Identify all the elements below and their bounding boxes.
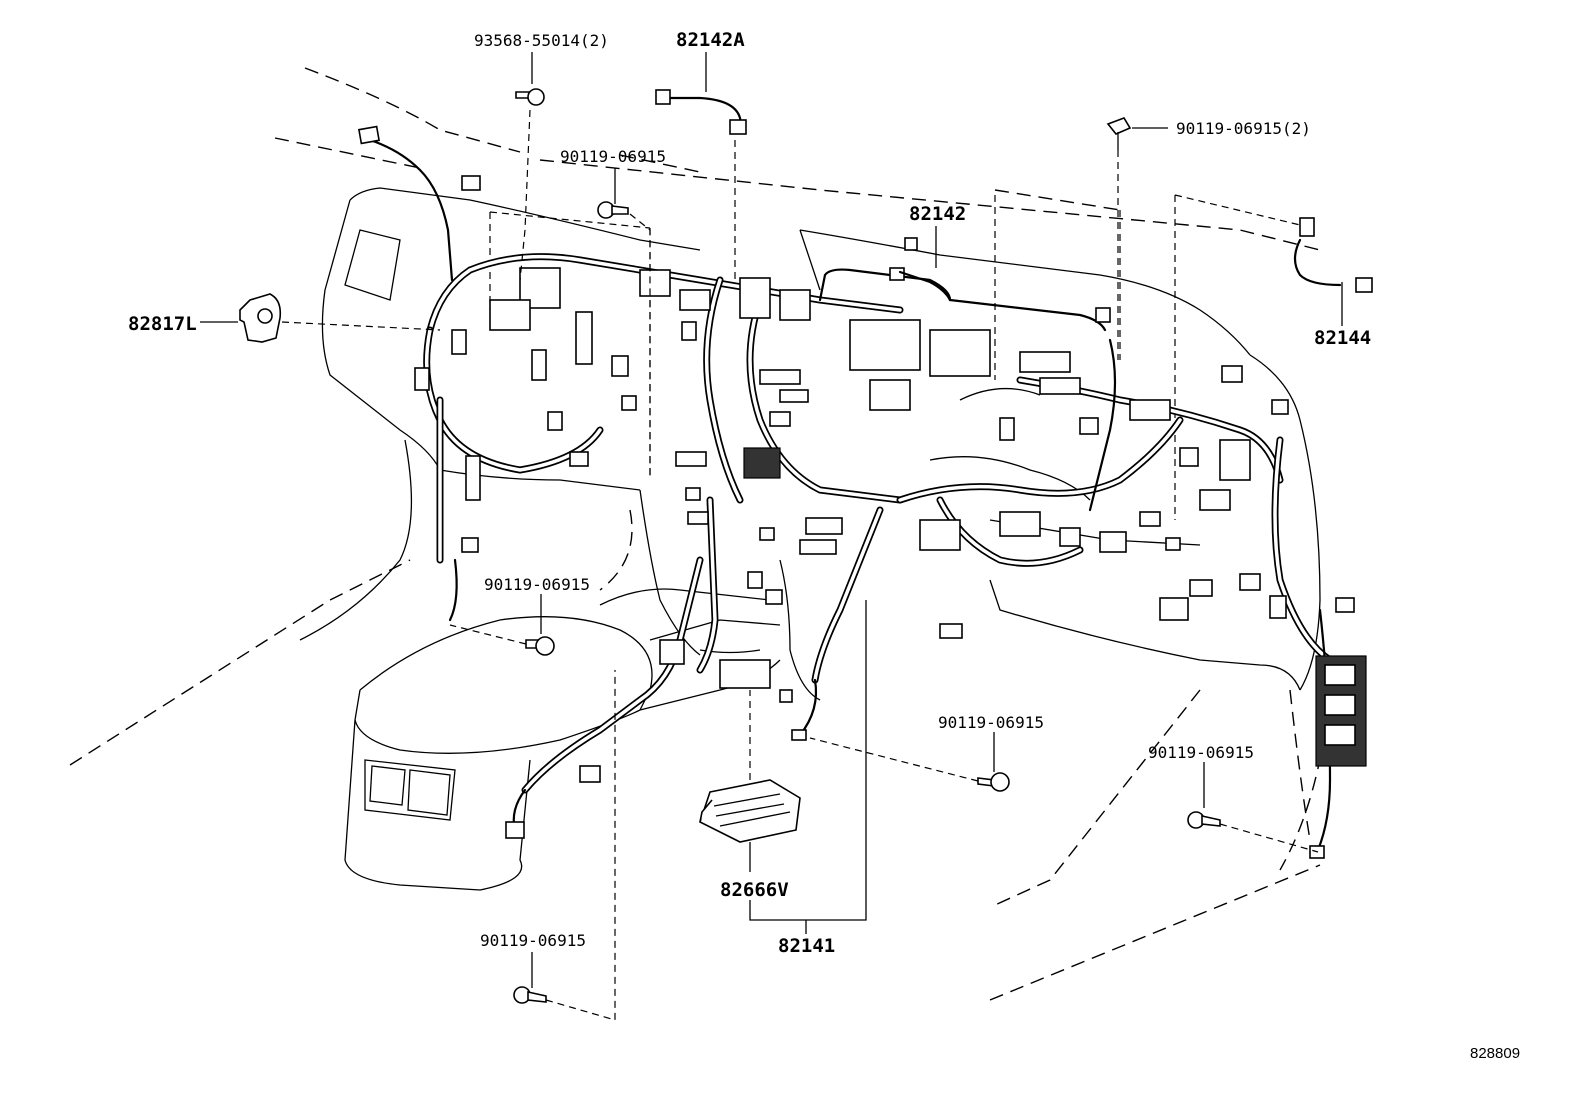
label-90119-top-center: 90119-06915 [560,147,666,166]
label-82666v: 82666V [720,879,789,901]
part-labels: 93568-55014(2) 82142A 90119-06915 90119-… [128,29,1520,1062]
label-90119-bottom-left: 90119-06915 [480,931,586,950]
label-90119-console-left: 90119-06915 [484,575,590,594]
label-90119-bottom-right: 90119-06915 [1148,743,1254,762]
label-82144: 82144 [1314,327,1371,349]
bolt-bottom-center-part [977,772,1010,792]
screw-93568-part [515,88,545,106]
label-82141: 82141 [778,935,835,957]
bolt-top-right-part [1106,117,1132,150]
label-90119-top-right: 90119-06915(2) [1176,119,1311,138]
label-82142: 82142 [909,203,966,225]
label-90119-bottom-center: 90119-06915 [938,713,1044,732]
ecu-82666v-part [699,779,801,843]
bolt-top-center-part [597,201,629,219]
bolt-bottom-left-part [513,986,547,1004]
figure-number: 828809 [1470,1045,1520,1062]
bolt-bottom-right-part [1187,811,1221,829]
bolt-console-left-part [525,636,555,656]
instrument-panel-outline [299,187,1321,691]
label-82142a: 82142A [676,29,745,51]
harness-82142-part [898,270,952,302]
clamp-82817l-part [239,293,282,343]
label-82817l: 82817L [128,313,197,335]
vehicle-outline [69,67,1331,1001]
main-wire-harness [368,96,1342,852]
harness-connectors [357,89,1373,859]
leader-lines [200,52,1343,1021]
label-93568-55014: 93568-55014(2) [474,31,609,50]
